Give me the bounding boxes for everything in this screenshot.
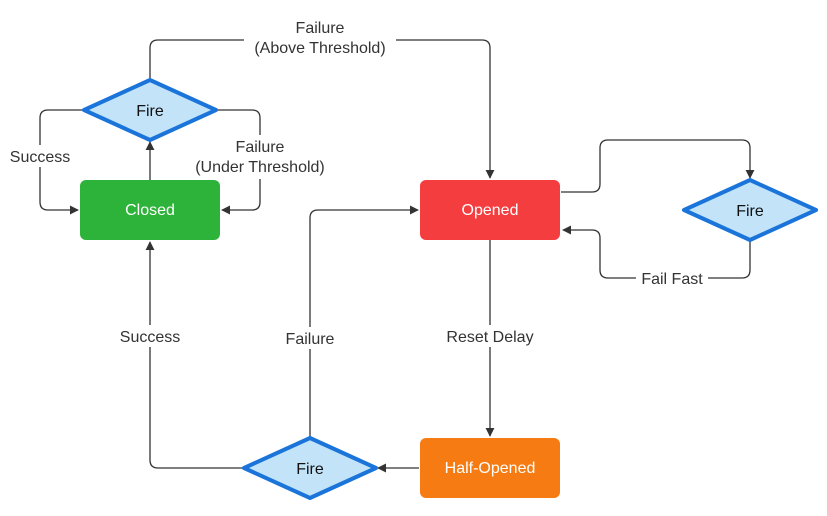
- decision-fire-closed: Fire: [82, 78, 218, 142]
- edge-fire-failfast-to-opened: [562, 225, 751, 279]
- edge-opened-to-fire: [561, 139, 755, 193]
- edge-fire-success-half-to-closed: [145, 241, 244, 469]
- state-closed: Closed: [80, 180, 220, 240]
- svg-text:(Under Threshold): (Under Threshold): [195, 159, 325, 176]
- label-failure-half: Failure: [278, 327, 342, 349]
- edge-fire-failure-half-to-opened: [309, 205, 419, 438]
- label-success-half: Success: [112, 325, 188, 347]
- svg-text:Success: Success: [120, 329, 180, 346]
- svg-text:Opened: Opened: [462, 202, 519, 219]
- svg-text:Failure: Failure: [296, 20, 345, 37]
- label-fail-fast: Fail Fast: [636, 267, 708, 289]
- label-failure-above: Failure (Above Threshold): [244, 14, 396, 58]
- svg-text:Half-Opened: Half-Opened: [445, 460, 536, 477]
- svg-text:Failure: Failure: [236, 139, 285, 156]
- label-failure-under: Failure (Under Threshold): [184, 135, 336, 179]
- svg-text:(Above Threshold): (Above Threshold): [254, 40, 385, 57]
- svg-text:Closed: Closed: [125, 202, 175, 219]
- decision-fire-opened: Fire: [682, 178, 818, 242]
- state-half-opened: Half-Opened: [420, 438, 560, 498]
- label-reset-delay: Reset Delay: [436, 325, 544, 347]
- svg-text:Reset Delay: Reset Delay: [446, 329, 533, 346]
- label-success-closed-loop: Success: [4, 145, 78, 167]
- svg-text:Fail Fast: Fail Fast: [641, 271, 703, 288]
- svg-text:Fire: Fire: [736, 203, 764, 220]
- svg-text:Success: Success: [10, 149, 70, 166]
- svg-text:Failure: Failure: [286, 331, 335, 348]
- svg-text:Fire: Fire: [296, 461, 324, 478]
- svg-text:Fire: Fire: [136, 103, 164, 120]
- state-opened: Opened: [420, 180, 560, 240]
- decision-fire-half: Fire: [242, 436, 378, 500]
